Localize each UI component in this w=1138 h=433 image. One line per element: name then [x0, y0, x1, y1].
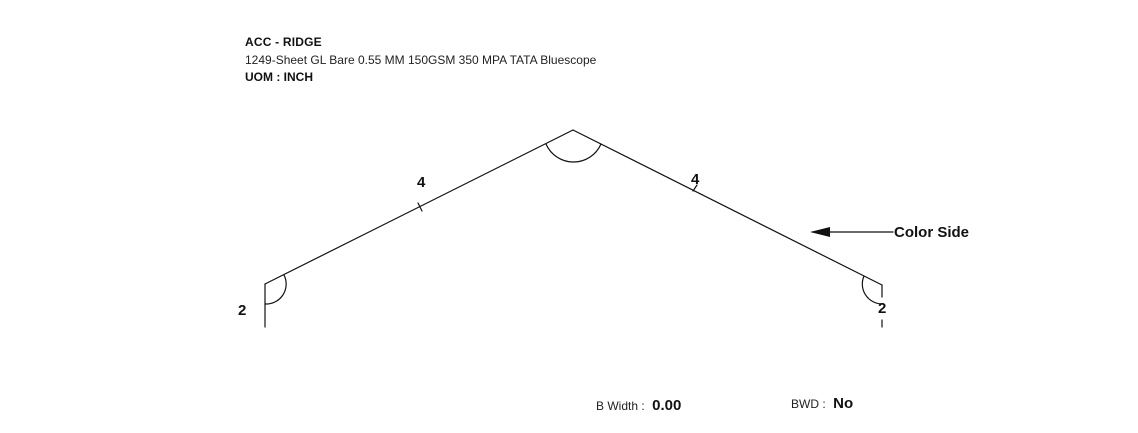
- right-flange-dimension: 2: [878, 300, 886, 317]
- bwd-field: BWD : No: [791, 395, 853, 413]
- left-slope-dim-tick: [417, 202, 423, 212]
- color-side-label: Color Side: [894, 224, 969, 241]
- left-slope-line: [264, 129, 574, 285]
- b-width-field: B Width : 0.00: [596, 397, 681, 415]
- apex-angle-arc: [545, 143, 602, 163]
- b-width-value: 0.00: [652, 397, 682, 414]
- b-width-label: B Width :: [596, 399, 645, 413]
- right-bend-angle-arc: [861, 275, 883, 305]
- uom-label: UOM : INCH: [245, 70, 313, 85]
- left-flange-dimension: 2: [238, 302, 246, 319]
- product-title: ACC - RIDGE: [245, 35, 322, 49]
- drawing-header: ACC - RIDGE 1249-Sheet GL Bare 0.55 MM 1…: [245, 34, 596, 86]
- left-bend-angle-arc: [264, 274, 287, 305]
- bwd-value: No: [833, 395, 854, 412]
- bwd-label: BWD :: [791, 397, 826, 411]
- color-side-arrow-icon: [810, 227, 830, 237]
- left-slope-dimension: 4: [417, 174, 426, 191]
- right-slope-dimension: 4: [691, 171, 700, 188]
- right-slope-dim-tick: [692, 184, 698, 192]
- product-description: 1249-Sheet GL Bare 0.55 MM 150GSM 350 MP…: [245, 53, 597, 68]
- right-slope-line: [572, 129, 883, 286]
